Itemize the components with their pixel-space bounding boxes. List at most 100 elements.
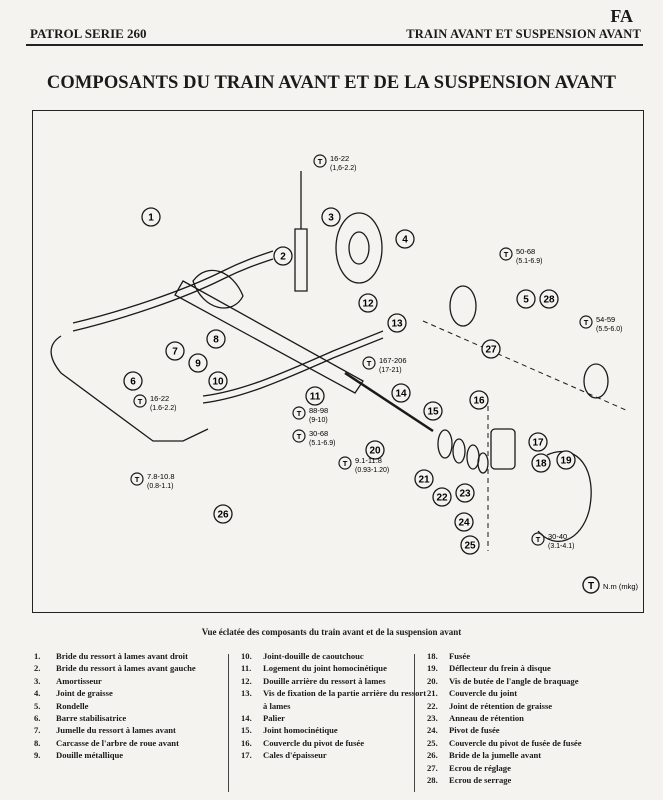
legend-column-1: 1. Bride du ressort à lames avant droit 2.… <box>34 650 196 762</box>
callout-label: 17 <box>532 438 544 449</box>
legend-item-number: 24. <box>427 725 438 736</box>
legend-item: 8.Carcasse de l'arbre de roue avant <box>34 737 196 749</box>
legend-item: à lames <box>241 700 426 712</box>
hub-drawing <box>449 285 477 327</box>
drive-shaft-drawing <box>344 371 434 433</box>
legend-item-number: 5. <box>34 700 41 711</box>
legend-item: 7.Jumelle du ressort à lames avant <box>34 724 196 736</box>
legend-item: 3.Amortisseur <box>34 675 196 687</box>
torque-value: 54-59 <box>596 315 615 324</box>
legend-item: 24. Pivot de fusée <box>427 724 582 736</box>
callout-14: 14 <box>391 383 411 403</box>
torque-symbol: T <box>504 250 509 259</box>
legend-item-text: Bride de la jumelle avant <box>449 750 542 761</box>
callout-label: 5 <box>523 295 529 306</box>
torque-symbol: T <box>343 459 348 468</box>
callout-5: 5 <box>516 289 536 309</box>
callout-label: 22 <box>436 493 448 504</box>
callout-3: 3 <box>321 207 341 227</box>
unit-legend: T N.m (mkg) <box>582 576 638 594</box>
callout-23: 23 <box>455 483 475 503</box>
legend-divider-2 <box>414 654 415 792</box>
leaf-spring-right-drawing <box>202 330 384 397</box>
legend-item: 1. Bride du ressort à lames avant droit <box>34 650 196 662</box>
legend-item-text: Ecrou de serrage <box>449 775 512 786</box>
figure-caption: Vue éclatée des composants du train avan… <box>201 627 462 637</box>
legend-item: 6.Barre stabilisatrice <box>34 712 196 724</box>
legend-item-text: Couvercle du pivot de fusée <box>263 737 365 748</box>
legend-item-number: 13. <box>241 688 252 699</box>
callout-13: 13 <box>387 313 407 333</box>
legend-item-text: Douille arrière du ressort à lames <box>263 675 386 686</box>
legend-item-text: Couvercle du joint <box>449 688 518 699</box>
callout-label: 27 <box>485 345 497 356</box>
callout-19: 19 <box>556 450 576 470</box>
torque-symbol: T <box>536 535 541 544</box>
legend-item-text: Palier <box>263 713 285 724</box>
legend-item-number: 22. <box>427 700 438 711</box>
legend-item-text: Joint de rétention de graisse <box>449 700 553 711</box>
legend-item-number: 14. <box>241 713 252 724</box>
legend-item: 11.Logement du joint homocinétique <box>241 662 426 674</box>
torque-value: 7.8-10.8 <box>147 472 175 481</box>
legend-item: 23.Anneau de rétention <box>427 712 582 724</box>
legend-item-number: 28. <box>427 775 438 786</box>
callout-18: 18 <box>531 453 551 473</box>
callout-28: 28 <box>539 289 559 309</box>
legend-item-text: à lames <box>263 700 291 711</box>
callout-9: 9 <box>188 353 208 373</box>
legend-item-number: 26. <box>427 750 438 761</box>
legend-item-text: Barre stabilisatrice <box>56 713 127 724</box>
legend-item-text: Joint-douille de caoutchouc <box>263 651 364 661</box>
torque-value-mkg: (5.5-6.0) <box>596 326 622 333</box>
torque-value-mkg: (1.6-2.2) <box>150 405 176 412</box>
legend-item-number: 1. <box>34 651 41 661</box>
legend-divider-1 <box>228 654 229 792</box>
callout-22: 22 <box>432 487 452 507</box>
legend-item: 15.Joint homocinétique <box>241 724 426 736</box>
legend-item: 18.Fusée <box>427 650 582 662</box>
legend-item-text: Douille métallique <box>56 750 124 761</box>
callout-10: 10 <box>208 371 228 391</box>
callout-label: 13 <box>391 319 403 330</box>
legend-item-number: 11. <box>241 663 252 674</box>
legend-item-number: 2. <box>34 663 41 674</box>
callout-4: 4 <box>395 229 415 249</box>
legend-item-text: Joint de graisse <box>56 688 113 699</box>
legend-item-number: 25. <box>427 737 438 748</box>
torque-symbol: T <box>367 359 372 368</box>
legend-item-text: Anneau de rétention <box>449 713 524 724</box>
callout-label: 7 <box>172 347 178 358</box>
callout-12: 12 <box>358 293 378 313</box>
callout-label: 2 <box>280 252 286 263</box>
legend-item: 9.Douille métallique <box>34 749 196 761</box>
legend-item-text: Déflecteur du frein à disque <box>449 663 551 674</box>
legend-item-number: 17. <box>241 750 252 761</box>
legend-item-number: 15. <box>241 725 252 736</box>
shock-absorber-drawing <box>294 171 308 292</box>
legend-item-number: 7. <box>34 725 41 736</box>
legend-item: 10. Joint-douille de caoutchouc <box>241 650 426 662</box>
legend-item-text: Couvercle du pivot de fusée de fusée <box>449 737 582 748</box>
callout-label: 6 <box>130 377 136 388</box>
legend-item-text: Amortisseur <box>56 675 102 686</box>
legend-item-text: Bride du ressort à lames avant droit <box>56 651 188 661</box>
callout-15: 15 <box>423 401 443 421</box>
callout-label: 8 <box>213 335 219 346</box>
callout-label: 19 <box>560 456 572 467</box>
legend-item-number: 10. <box>241 651 252 661</box>
header-rule <box>26 44 643 46</box>
legend-item-text: Vis de butée de l'angle de braquage <box>449 675 579 686</box>
torque-symbol: T <box>318 157 323 166</box>
legend-item: 21.Couvercle du joint <box>427 687 582 699</box>
unit-legend-text: N.m (mkg) <box>603 582 638 591</box>
legend-item-text: Pivot de fusée <box>449 725 500 736</box>
brake-disc-drawing <box>335 212 383 284</box>
